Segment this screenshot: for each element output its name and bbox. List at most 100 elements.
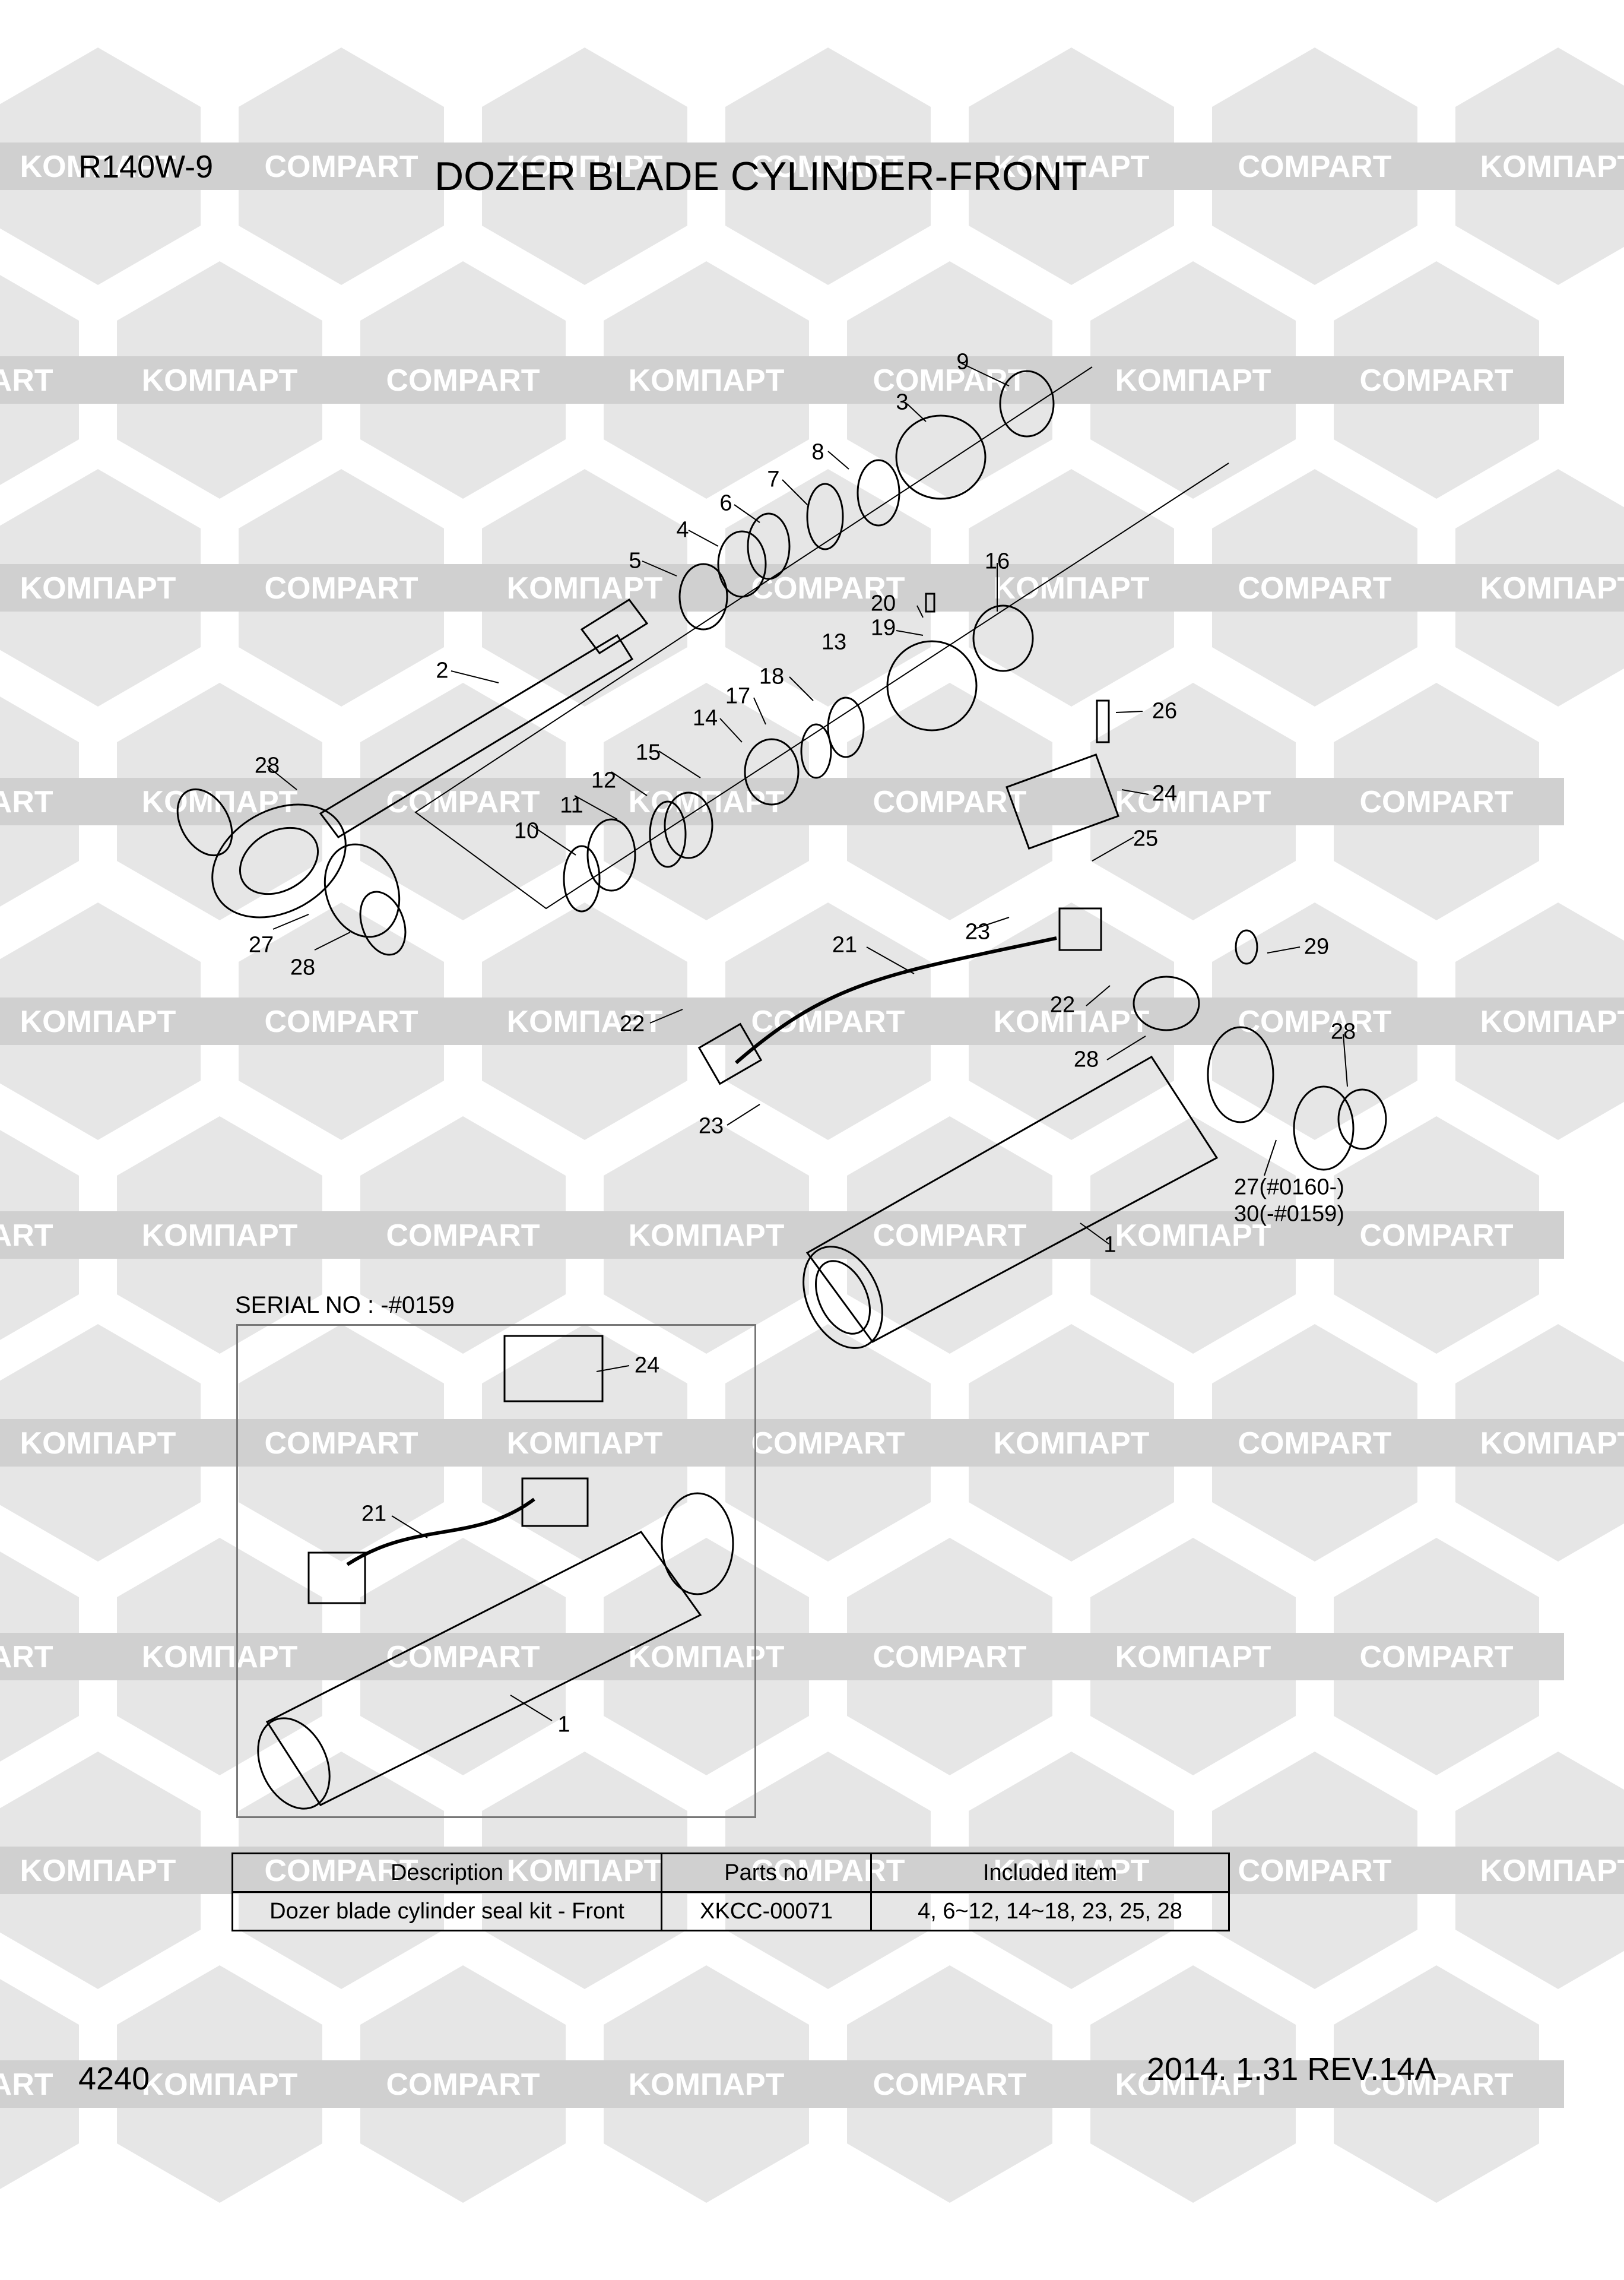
callout-10: 10 bbox=[513, 818, 540, 844]
callout-4: 4 bbox=[676, 517, 689, 543]
watermark-logo: KOMΠAPT bbox=[92, 1538, 347, 1775]
callout-5: 5 bbox=[629, 548, 642, 574]
watermark-logo: KOMΠAPT bbox=[457, 48, 712, 285]
callout-22-left: 22 bbox=[619, 1011, 645, 1037]
svg-text:COMPART: COMPART bbox=[1238, 1426, 1391, 1461]
watermark-logo: COMPART bbox=[335, 261, 591, 499]
page-title: DOZER BLADE CYLINDER-FRONT bbox=[434, 154, 1087, 199]
callout-23-lower: 23 bbox=[698, 1113, 724, 1139]
watermark-logo: KOMΠAPT bbox=[579, 683, 834, 920]
svg-text:COMPART: COMPART bbox=[264, 571, 418, 606]
svg-text:COMPART: COMPART bbox=[264, 150, 418, 184]
watermark-logo: COMPART bbox=[0, 1979, 104, 2189]
callout-16: 16 bbox=[984, 549, 1010, 574]
svg-text:KOMΠAPT: KOMΠAPT bbox=[142, 1640, 298, 1674]
callout-26: 26 bbox=[1152, 698, 1178, 724]
watermark-logo: KOMΠAPT bbox=[0, 1752, 226, 1989]
watermark-logo: KOMΠAPT bbox=[579, 261, 834, 499]
watermark-logo: COMPART bbox=[214, 469, 469, 707]
watermark-logo: KOMΠAPT bbox=[457, 902, 712, 1140]
svg-text:COMPART: COMPART bbox=[264, 1005, 418, 1039]
watermark-logo: COMPART bbox=[335, 1965, 591, 2203]
kit-parts-no: XKCC-00071 bbox=[661, 1891, 872, 1931]
svg-text:KOMΠAPT: KOMΠAPT bbox=[1480, 1854, 1624, 1888]
svg-text:COMPART: COMPART bbox=[1359, 1640, 1513, 1674]
svg-text:COMPART: COMPART bbox=[1359, 1218, 1513, 1253]
watermark-logo: KOMΠAPT bbox=[1065, 261, 1321, 499]
watermark-logo: COMPART bbox=[1187, 48, 1442, 285]
svg-text:KOMΠAPT: KOMΠAPT bbox=[1115, 2067, 1271, 2102]
watermark-logo: KOMΠAPT bbox=[0, 48, 226, 285]
svg-text:KOMΠAPT: KOMΠAPT bbox=[1115, 1218, 1271, 1253]
watermark-logo: COMPART bbox=[1309, 261, 1564, 499]
callout-inset-21: 21 bbox=[361, 1501, 387, 1527]
callout-27-rod: 27 bbox=[248, 932, 274, 958]
svg-text:COMPART: COMPART bbox=[751, 150, 905, 184]
callout-24: 24 bbox=[1152, 781, 1178, 806]
callout-9: 9 bbox=[956, 349, 969, 375]
svg-text:KOMΠAPT: KOMΠAPT bbox=[994, 150, 1150, 184]
svg-text:COMPART: COMPART bbox=[873, 785, 1026, 819]
callout-12: 12 bbox=[591, 768, 617, 793]
svg-text:COMPART: COMPART bbox=[1238, 1005, 1391, 1039]
watermark-logo: COMPART bbox=[822, 683, 1077, 920]
kit-included: 4, 6~12, 14~18, 23, 25, 28 bbox=[870, 1891, 1230, 1931]
svg-text:COMPART: COMPART bbox=[873, 1640, 1026, 1674]
callout-25: 25 bbox=[1133, 826, 1159, 851]
callout-6: 6 bbox=[719, 490, 732, 516]
svg-text:COMPART: COMPART bbox=[386, 1640, 540, 1674]
watermark-logo: KOMΠAPT bbox=[0, 469, 226, 707]
svg-text:KOMΠAPT: KOMΠAPT bbox=[507, 1426, 663, 1461]
watermark-logo: COMPART bbox=[214, 48, 469, 285]
callout-27-bush: 27(#0160-) bbox=[1234, 1174, 1344, 1200]
svg-text:KOMΠAPT: KOMΠAPT bbox=[507, 571, 663, 606]
svg-text:COMPART: COMPART bbox=[0, 785, 53, 819]
col-included: Included item bbox=[870, 1852, 1230, 1893]
callout-19: 19 bbox=[870, 615, 896, 641]
watermark-logo: KOMΠAPT bbox=[944, 48, 1199, 285]
svg-text:COMPART: COMPART bbox=[0, 1640, 53, 1674]
svg-text:KOMΠAPT: KOMΠAPT bbox=[1115, 1640, 1271, 1674]
watermark-logo: KOMΠAPT bbox=[92, 261, 347, 499]
piston-rod-part bbox=[176, 598, 649, 956]
serial-inset-diagram bbox=[257, 1335, 734, 1810]
callout-28-rod: 28 bbox=[254, 753, 280, 778]
callout-15: 15 bbox=[635, 740, 661, 765]
callout-inset-1: 1 bbox=[557, 1712, 570, 1737]
seal-kit-table: Description Parts no Included item Dozer… bbox=[231, 1852, 1230, 1931]
svg-text:KOMΠAPT: KOMΠAPT bbox=[1480, 150, 1624, 184]
svg-text:COMPART: COMPART bbox=[386, 785, 540, 819]
watermark-logo: COMPART bbox=[822, 1116, 1077, 1354]
svg-text:COMPART: COMPART bbox=[0, 2067, 53, 2102]
svg-text:KOMΠAPT: KOMΠAPT bbox=[142, 363, 298, 398]
watermark-logo: COMPART bbox=[700, 902, 956, 1140]
svg-text:COMPART: COMPART bbox=[386, 1218, 540, 1253]
svg-text:COMPART: COMPART bbox=[751, 1426, 905, 1461]
watermark-logo: KOMΠAPT bbox=[1430, 1324, 1624, 1562]
svg-text:KOMΠAPT: KOMΠAPT bbox=[507, 1005, 663, 1039]
pipe-and-valve-part bbox=[697, 699, 1258, 1085]
svg-text:KOMΠAPT: KOMΠAPT bbox=[20, 1426, 176, 1461]
watermark-logo: KOMΠAPT bbox=[92, 1116, 347, 1354]
watermark-logo: COMPART bbox=[214, 1324, 469, 1562]
watermark-logo: KOMΠAPT bbox=[579, 1538, 834, 1775]
callout-11: 11 bbox=[560, 793, 583, 818]
watermark-logo: COMPART bbox=[1309, 1965, 1564, 2203]
col-parts-no: Parts no bbox=[661, 1852, 872, 1893]
watermark-logo: COMPART bbox=[700, 469, 956, 707]
svg-text:COMPART: COMPART bbox=[1359, 785, 1513, 819]
seal-rings bbox=[563, 370, 1055, 913]
callout-2: 2 bbox=[436, 658, 449, 683]
table-row: Dozer blade cylinder seal kit - Front XK… bbox=[231, 1891, 1230, 1931]
callout-28-end: 28 bbox=[1330, 1019, 1356, 1044]
watermark-logo: KOMΠAPT bbox=[944, 1324, 1199, 1562]
callout-inset-24: 24 bbox=[634, 1353, 660, 1378]
watermark-logo: COMPART bbox=[700, 48, 956, 285]
col-description: Description bbox=[231, 1852, 662, 1893]
svg-text:KOMΠAPT: KOMΠAPT bbox=[1115, 785, 1271, 819]
callout-13: 13 bbox=[821, 629, 847, 655]
svg-text:KOMΠAPT: KOMΠAPT bbox=[142, 2067, 298, 2102]
callout-18: 18 bbox=[759, 664, 785, 689]
serial-inset-frame bbox=[236, 1324, 756, 1818]
svg-text:COMPART: COMPART bbox=[1359, 2067, 1513, 2102]
